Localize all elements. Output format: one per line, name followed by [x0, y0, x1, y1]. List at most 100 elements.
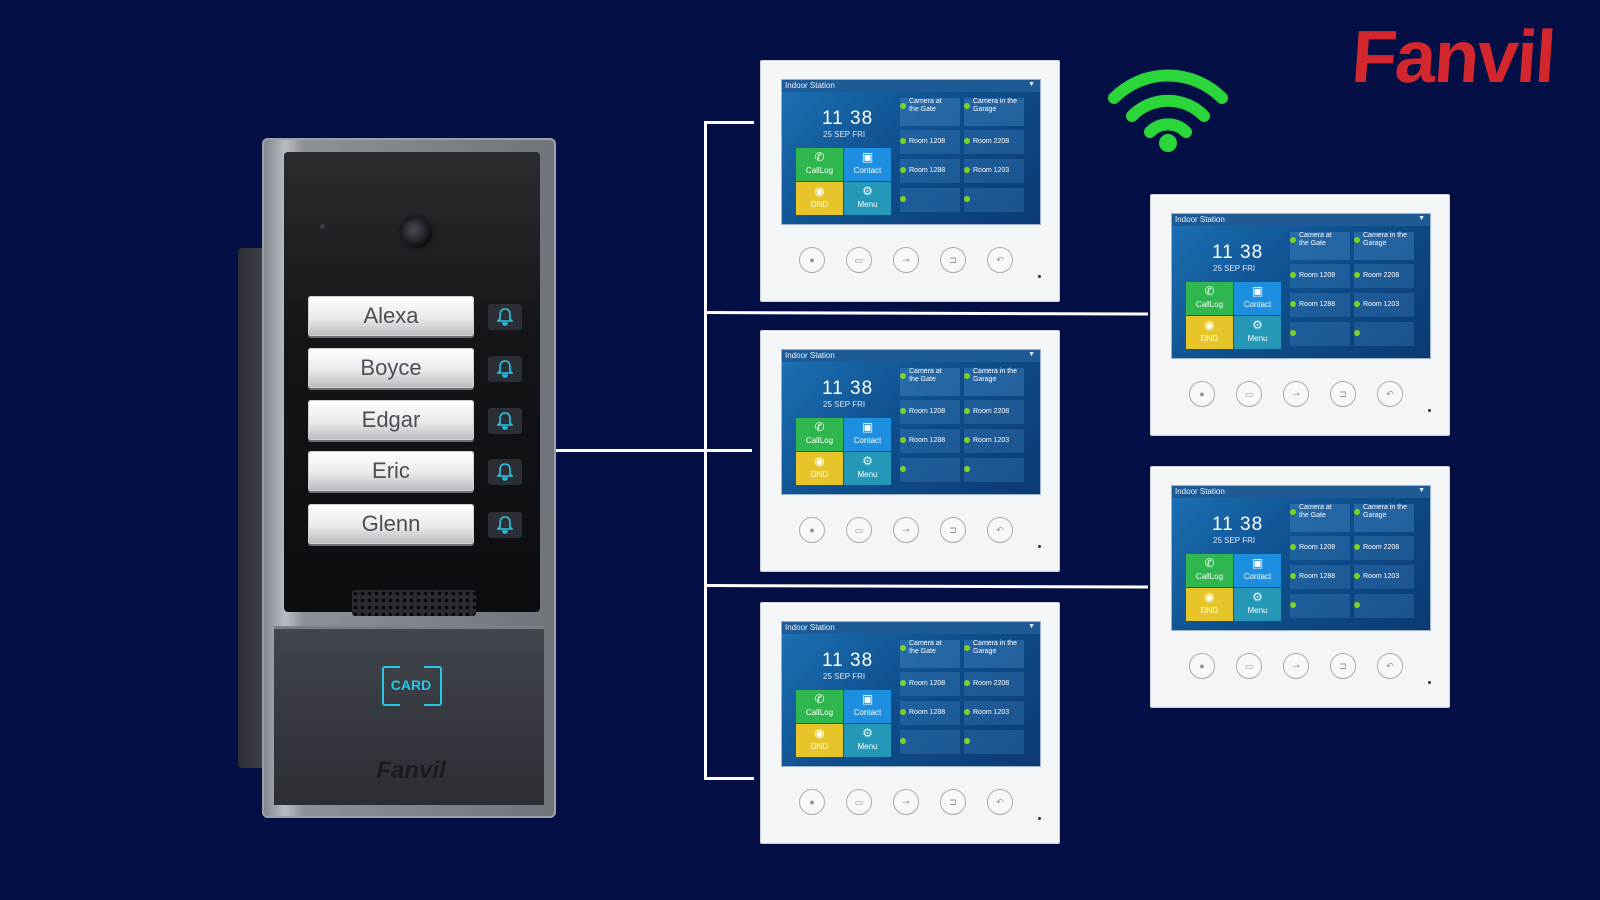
calllog-tile[interactable]: ✆CallLog: [1186, 282, 1233, 315]
room-item[interactable]: Room 1203: [964, 429, 1024, 453]
return-icon[interactable]: ↶: [987, 517, 1013, 543]
room-item[interactable]: Room 1208: [900, 400, 960, 424]
room-item[interactable]: Room 1288: [1290, 293, 1350, 317]
dnd-tile[interactable]: ◉DND: [1186, 316, 1233, 349]
camera-icon[interactable]: ▭: [846, 789, 872, 815]
room-item[interactable]: Room 2208: [964, 130, 1024, 154]
camera-icon[interactable]: ▭: [846, 517, 872, 543]
menu-tile[interactable]: ⚙Menu: [1234, 588, 1281, 621]
clock-time: 11 38: [822, 378, 874, 399]
room-item-empty[interactable]: [1290, 322, 1350, 346]
camera-gate-item[interactable]: Camera at the Gate: [1290, 504, 1350, 532]
bell-icon[interactable]: [488, 304, 522, 330]
dnd-tile[interactable]: ◉DND: [1186, 588, 1233, 621]
camera-garage-item[interactable]: Camera in the Garage: [964, 98, 1024, 126]
name-button-glenn[interactable]: Glenn: [308, 504, 544, 548]
room-item-empty[interactable]: [900, 730, 960, 754]
room-item[interactable]: Room 1288: [900, 701, 960, 725]
room-item[interactable]: Room 1203: [1354, 565, 1414, 589]
room-item-empty[interactable]: [1290, 594, 1350, 618]
calllog-tile[interactable]: ✆CallLog: [796, 148, 843, 181]
camera-garage-item[interactable]: Camera in the Garage: [964, 368, 1024, 396]
camera-gate-item[interactable]: Camera at the Gate: [900, 368, 960, 396]
room-item-empty[interactable]: [900, 188, 960, 212]
contact-tile[interactable]: ▣Contact: [1234, 282, 1281, 315]
return-icon[interactable]: ↶: [1377, 653, 1403, 679]
room-item[interactable]: Room 1203: [964, 159, 1024, 183]
name-button-edgar[interactable]: Edgar: [308, 400, 544, 444]
room-item[interactable]: Room 1203: [1354, 293, 1414, 317]
bell-icon[interactable]: [488, 512, 522, 538]
name-button-alexa[interactable]: Alexa: [308, 296, 544, 340]
calllog-tile[interactable]: ✆CallLog: [1186, 554, 1233, 587]
menu-tile[interactable]: ⚙Menu: [844, 182, 891, 215]
room-item[interactable]: Room 1203: [964, 701, 1024, 725]
name-button-boyce[interactable]: Boyce: [308, 348, 544, 392]
room-item[interactable]: Room 1288: [900, 159, 960, 183]
camera-icon[interactable]: ▭: [1236, 381, 1262, 407]
room-item[interactable]: Room 1288: [1290, 565, 1350, 589]
room-item[interactable]: Room 2208: [1354, 264, 1414, 288]
menu-tile[interactable]: ⚙Menu: [1234, 316, 1281, 349]
dnd-tile[interactable]: ◉DND: [796, 452, 843, 485]
return-icon[interactable]: ↶: [987, 247, 1013, 273]
room-item-empty[interactable]: [964, 188, 1024, 212]
camera-icon[interactable]: ▭: [1236, 653, 1262, 679]
hard-button-row: ● ▭ ⊸ ⊐ ↶: [799, 517, 1019, 545]
room-item-empty[interactable]: [900, 458, 960, 482]
camera-garage-item[interactable]: Camera in the Garage: [1354, 504, 1414, 532]
room-item[interactable]: Room 2208: [964, 672, 1024, 696]
room-item[interactable]: Room 1208: [900, 130, 960, 154]
dnd-tile[interactable]: ◉DND: [796, 724, 843, 757]
key-icon[interactable]: ⊸: [1283, 653, 1309, 679]
room-item[interactable]: Room 1288: [900, 429, 960, 453]
key-icon[interactable]: ⊸: [893, 517, 919, 543]
person-icon[interactable]: ●: [799, 789, 825, 815]
speaker-grille: [352, 590, 476, 616]
bell-icon[interactable]: [488, 459, 522, 485]
calllog-tile[interactable]: ✆CallLog: [796, 690, 843, 723]
person-icon[interactable]: ●: [799, 247, 825, 273]
bell-icon[interactable]: [488, 356, 522, 382]
bell-icon[interactable]: [488, 408, 522, 434]
message-icon[interactable]: ⊐: [940, 789, 966, 815]
contact-tile[interactable]: ▣Contact: [1234, 554, 1281, 587]
message-icon[interactable]: ⊐: [940, 247, 966, 273]
clock-time: 11 38: [822, 650, 874, 671]
contact-tile[interactable]: ▣Contact: [844, 418, 891, 451]
key-icon[interactable]: ⊸: [893, 247, 919, 273]
room-item[interactable]: Room 1208: [1290, 536, 1350, 560]
message-icon[interactable]: ⊐: [940, 517, 966, 543]
camera-icon[interactable]: ▭: [846, 247, 872, 273]
person-icon[interactable]: ●: [1189, 653, 1215, 679]
contact-tile[interactable]: ▣Contact: [844, 690, 891, 723]
room-item-empty[interactable]: [964, 458, 1024, 482]
person-icon[interactable]: ●: [1189, 381, 1215, 407]
return-icon[interactable]: ↶: [987, 789, 1013, 815]
camera-garage-item[interactable]: Camera in the Garage: [964, 640, 1024, 668]
dnd-tile[interactable]: ◉DND: [796, 182, 843, 215]
camera-gate-item[interactable]: Camera at the Gate: [900, 98, 960, 126]
room-item[interactable]: Room 2208: [1354, 536, 1414, 560]
camera-gate-item[interactable]: Camera at the Gate: [900, 640, 960, 668]
calllog-tile[interactable]: ✆CallLog: [796, 418, 843, 451]
camera-garage-item[interactable]: Camera in the Garage: [1354, 232, 1414, 260]
key-icon[interactable]: ⊸: [1283, 381, 1309, 407]
key-icon[interactable]: ⊸: [893, 789, 919, 815]
person-icon[interactable]: ●: [799, 517, 825, 543]
camera-gate-item[interactable]: Camera at the Gate: [1290, 232, 1350, 260]
name-button-eric[interactable]: Eric: [308, 451, 544, 495]
room-item[interactable]: Room 2208: [964, 400, 1024, 424]
menu-tile[interactable]: ⚙Menu: [844, 452, 891, 485]
indoor-monitor-4: Indoor Station ▼ 11 38 25 SEP FRI ✆CallL…: [1150, 194, 1450, 436]
room-item[interactable]: Room 1208: [1290, 264, 1350, 288]
room-item-empty[interactable]: [964, 730, 1024, 754]
return-icon[interactable]: ↶: [1377, 381, 1403, 407]
message-icon[interactable]: ⊐: [1330, 381, 1356, 407]
room-item-empty[interactable]: [1354, 322, 1414, 346]
menu-tile[interactable]: ⚙Menu: [844, 724, 891, 757]
room-item[interactable]: Room 1208: [900, 672, 960, 696]
room-item-empty[interactable]: [1354, 594, 1414, 618]
message-icon[interactable]: ⊐: [1330, 653, 1356, 679]
contact-tile[interactable]: ▣Contact: [844, 148, 891, 181]
